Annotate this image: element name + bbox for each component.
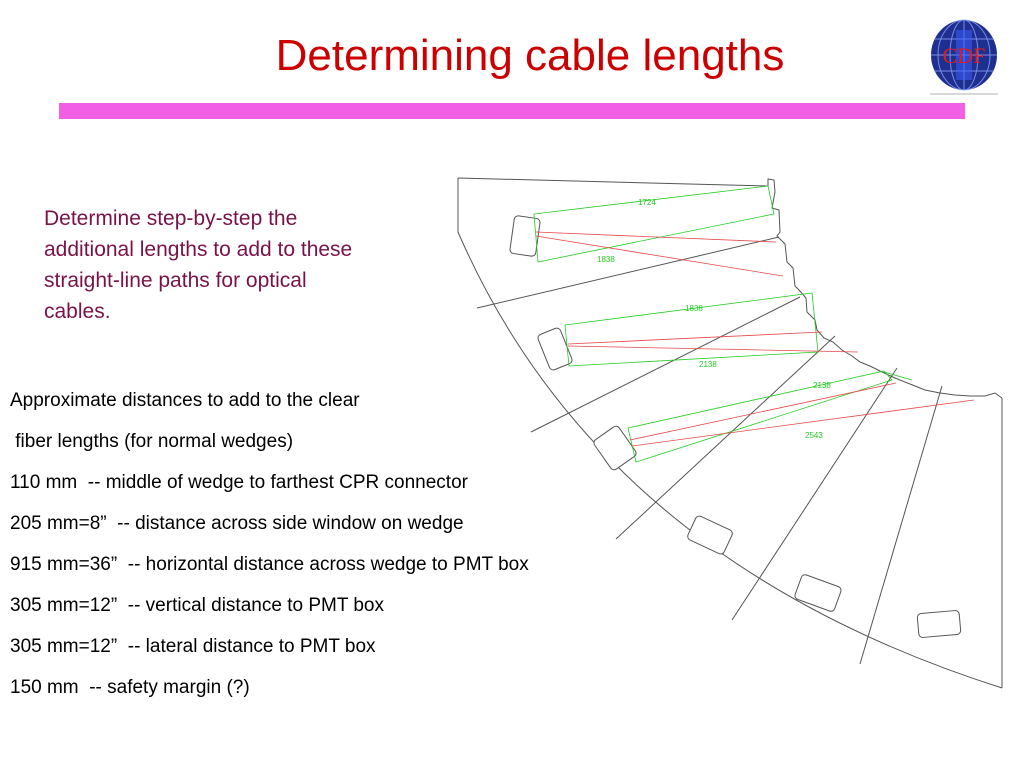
- pmt-boxes: [509, 215, 962, 638]
- distance-item: 915 mm=36” -- horizontal distance across…: [10, 554, 529, 575]
- wedge-dividers: [476, 236, 943, 665]
- distance-item: 150 mm -- safety margin (?): [10, 677, 250, 698]
- path-label: 1838: [597, 255, 615, 264]
- distances-heading-line-2: fiber lengths (for normal wedges): [10, 431, 294, 452]
- red-cable-paths: [535, 231, 975, 447]
- logo-text: CDF: [943, 43, 986, 68]
- slide-title: Determining cable lengths: [275, 31, 785, 80]
- distance-item: 305 mm=12” -- lateral distance to PMT bo…: [10, 636, 376, 657]
- path-label: 1838: [685, 304, 703, 313]
- distance-item: 205 mm=8” -- distance across side window…: [10, 513, 464, 534]
- cdf-logo: CDF: [930, 19, 998, 95]
- wedge-diagram: 1724 1838 1838 2138 2138 2543: [457, 177, 1003, 689]
- distance-item: 305 mm=12” -- vertical distance to PMT b…: [10, 595, 384, 616]
- distance-item: 110 mm -- middle of wedge to farthest CP…: [10, 472, 468, 493]
- path-label: 2138: [699, 360, 717, 369]
- path-label: 2138: [813, 381, 831, 390]
- path-label: 1724: [638, 198, 656, 207]
- distances-heading-line-1: Approximate distances to add to the clea…: [10, 390, 360, 411]
- path-label: 2543: [805, 431, 823, 440]
- distances-list: Approximate distances to add to the clea…: [10, 390, 529, 718]
- intro-text: Determine step-by-step the additional le…: [44, 207, 353, 323]
- wedge-outline: [457, 177, 1003, 689]
- green-cable-paths: [533, 185, 913, 463]
- title-accent-bar: [59, 103, 965, 119]
